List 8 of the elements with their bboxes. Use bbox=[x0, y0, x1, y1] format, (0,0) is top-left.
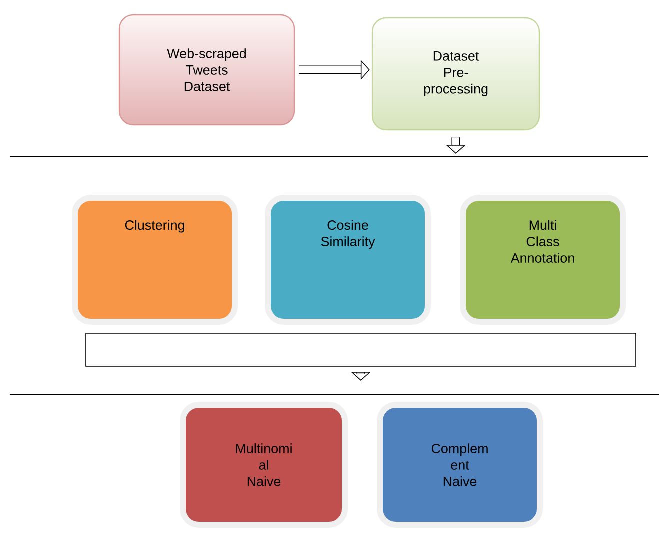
process-box: Cosine Similarity bbox=[265, 195, 431, 325]
process-box: Clustering bbox=[72, 195, 238, 325]
process-box: Multinomi al Naive bbox=[180, 402, 348, 528]
process-box: Multi Class Annotation bbox=[460, 195, 626, 325]
bar-box bbox=[86, 333, 636, 367]
process-box: Dataset Pre- processing bbox=[372, 17, 540, 131]
process-box: Web-scraped Tweets Dataset bbox=[118, 14, 296, 126]
process-box: Complem ent Naive bbox=[377, 402, 543, 528]
